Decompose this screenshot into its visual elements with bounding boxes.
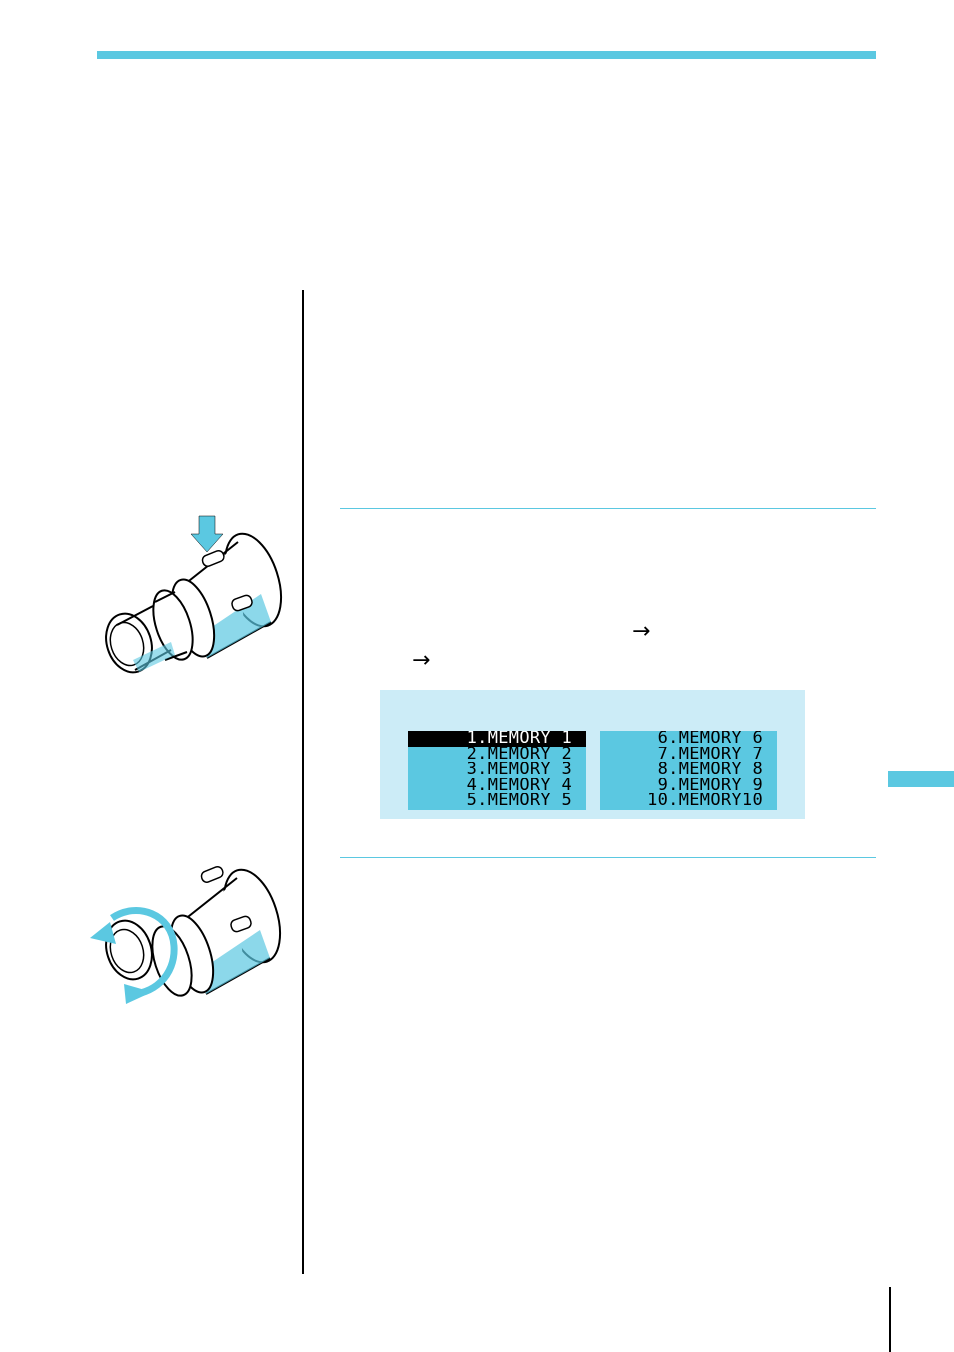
memory-list-left: 1.MEMORY 1 2.MEMORY 2 3.MEMORY 3 4.MEMOR… (408, 731, 586, 810)
memory-item-selected[interactable]: 1.MEMORY 1 (408, 731, 586, 747)
column-divider (302, 290, 304, 1274)
memory-list-right: 6.MEMORY 6 7.MEMORY 7 8.MEMORY 8 9.MEMOR… (600, 731, 777, 810)
arrow-right-icon: → (412, 648, 431, 673)
step-divider (340, 857, 876, 858)
memory-item[interactable]: 2.MEMORY 2 (466, 746, 572, 763)
memory-item[interactable]: 5.MEMORY 5 (466, 793, 572, 809)
memory-item[interactable]: 9.MEMORY 9 (657, 777, 763, 794)
memory-item[interactable]: 4.MEMORY 4 (466, 777, 572, 794)
memory-item[interactable]: 10.MEMORY10 (647, 793, 763, 809)
knob-press-illustration (105, 515, 283, 674)
page-footer-rule (889, 1287, 891, 1352)
memory-item[interactable]: 6.MEMORY 6 (657, 731, 763, 747)
step-divider (340, 508, 876, 509)
memory-menu-screen: 1.MEMORY 1 2.MEMORY 2 3.MEMORY 3 4.MEMOR… (380, 690, 805, 819)
memory-item[interactable]: 7.MEMORY 7 (657, 746, 763, 763)
knob-rotate-illustration (90, 866, 282, 1004)
chapter-index-tab (888, 771, 954, 787)
section-header-bar (97, 51, 876, 59)
memory-item[interactable]: 8.MEMORY 8 (657, 762, 763, 778)
memory-item[interactable]: 3.MEMORY 3 (466, 762, 572, 778)
arrow-right-icon: → (632, 619, 651, 644)
